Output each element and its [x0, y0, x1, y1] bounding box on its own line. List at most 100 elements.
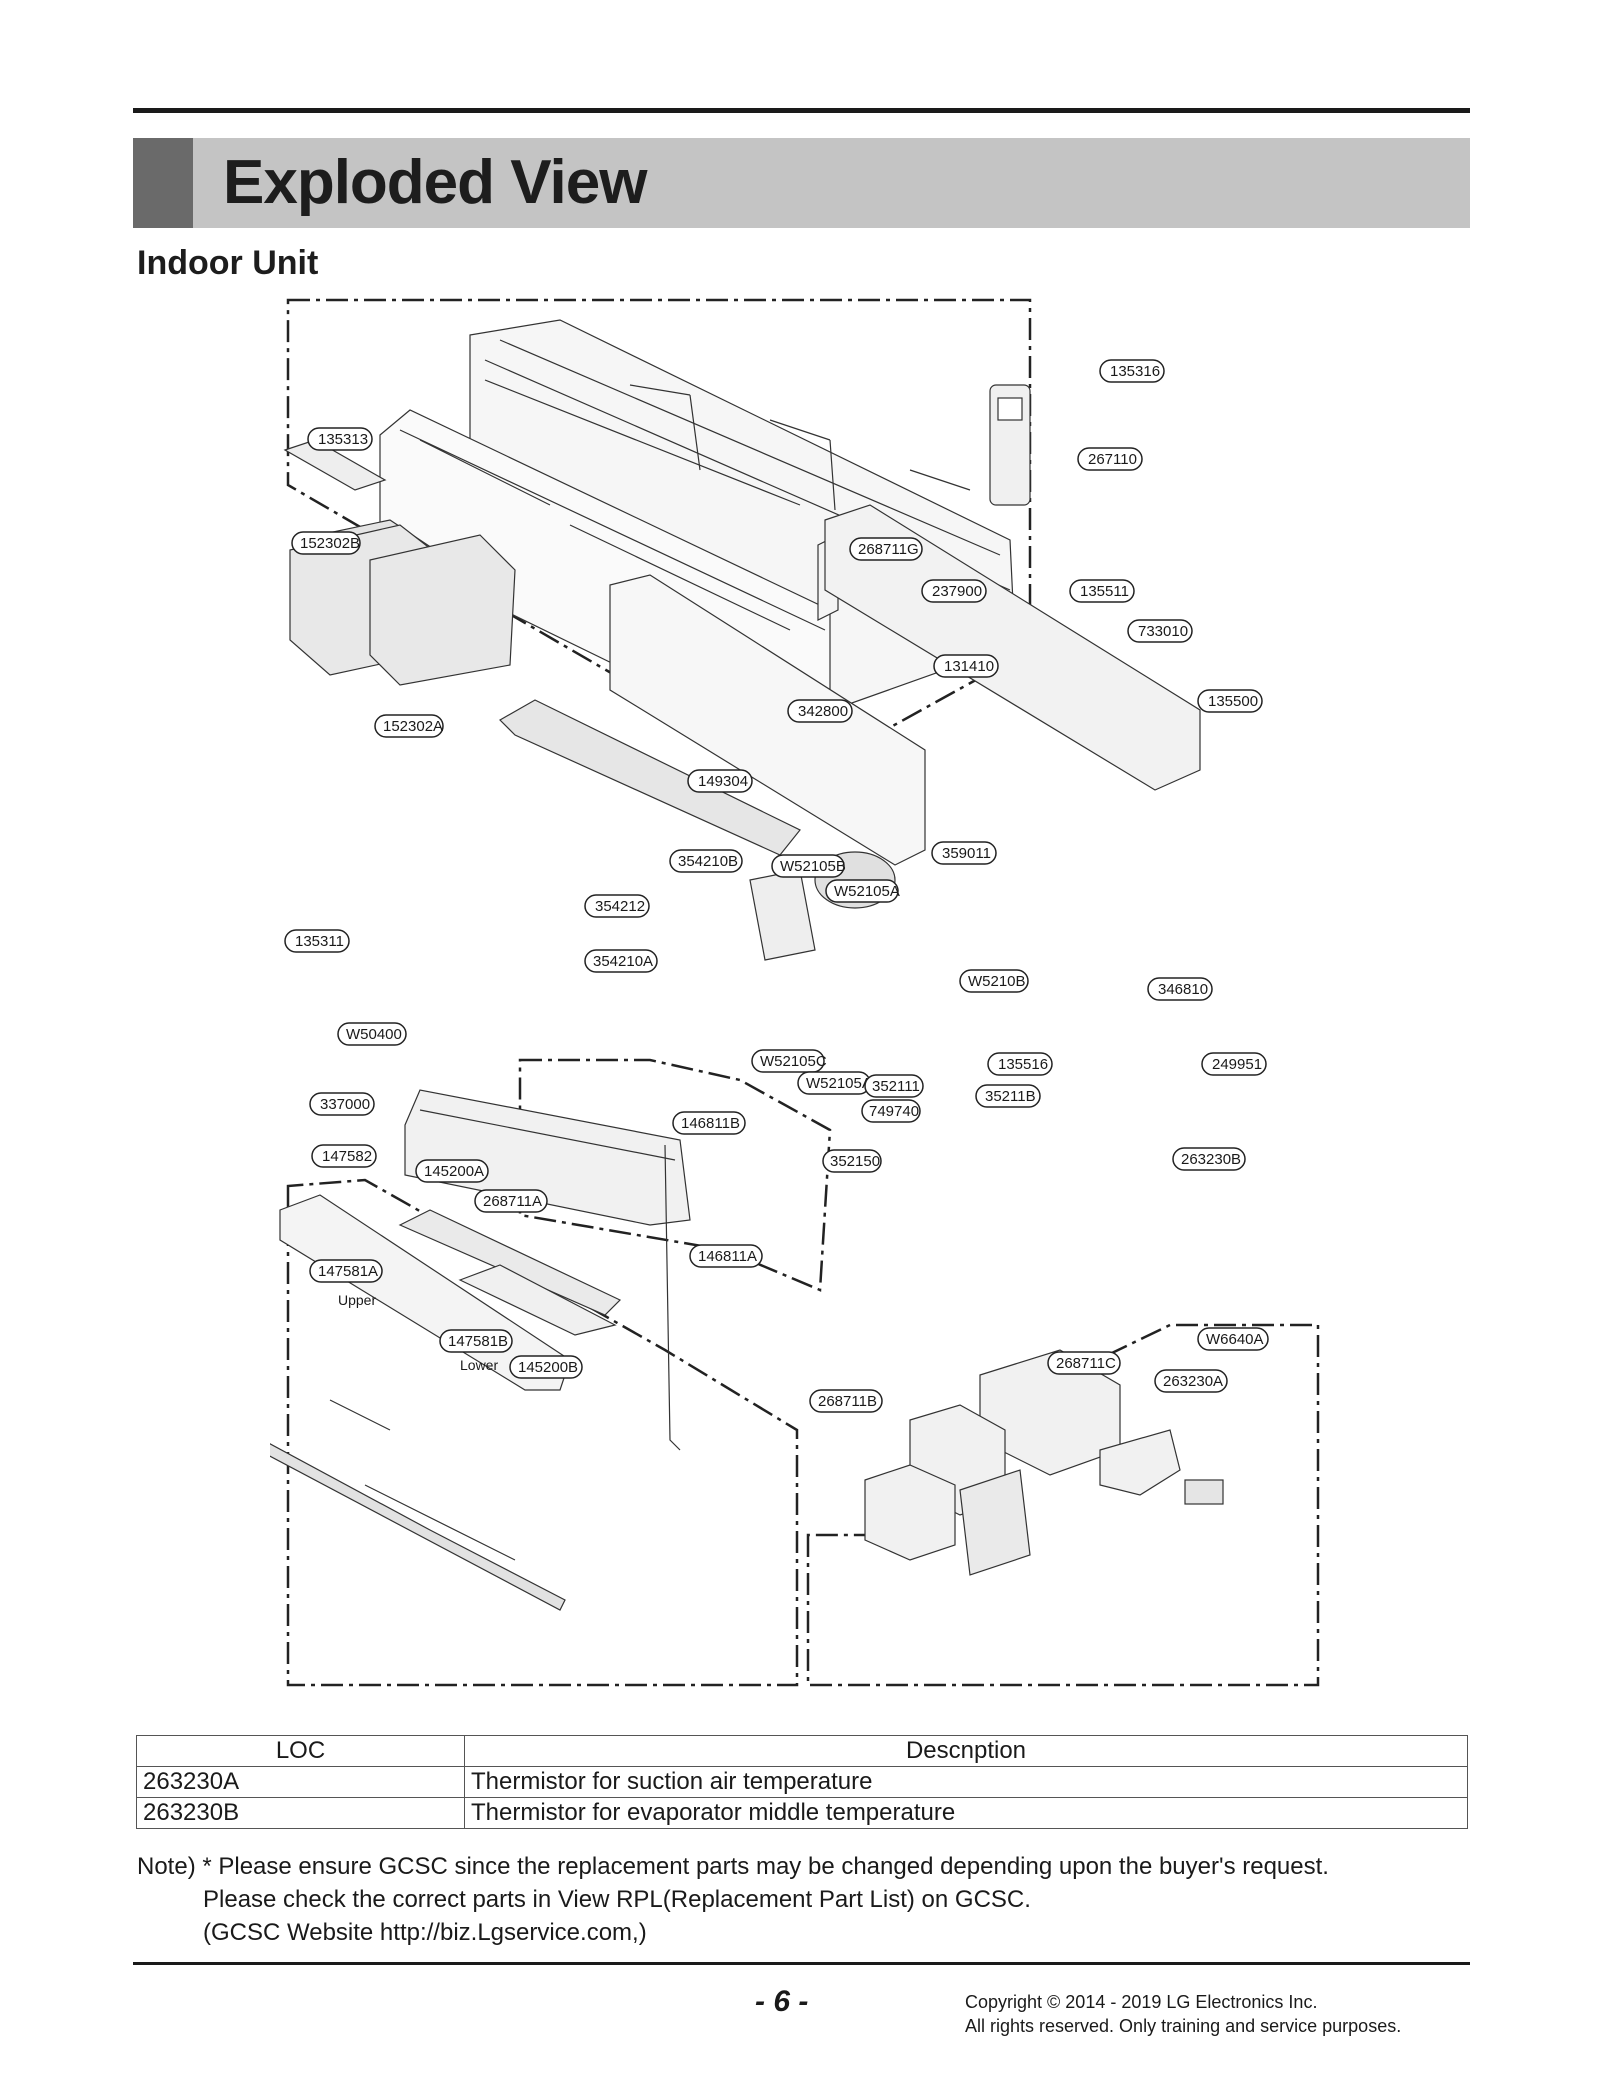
callout-263230B: 263230B: [1172, 1147, 1246, 1171]
section-subtitle: Indoor Unit: [137, 244, 319, 282]
callout-135313: 135313: [307, 427, 373, 451]
svg-text:W5210B: W5210B: [968, 973, 1026, 990]
svg-text:147582: 147582: [322, 1148, 372, 1165]
svg-text:W6640A: W6640A: [1206, 1331, 1264, 1348]
note-block: Note) * Please ensure GCSC since the rep…: [137, 1850, 1477, 1949]
callout-149304: 149304: [687, 769, 753, 793]
callout-268711G: 268711G: [849, 537, 923, 561]
callout-35211B: 35211B: [975, 1084, 1041, 1108]
callout-152302A: 152302A: [374, 714, 444, 738]
callout-354212: 354212: [584, 894, 650, 918]
svg-text:152302A: 152302A: [383, 718, 443, 735]
table-row: 263230B Thermistor for evaporator middle…: [136, 1797, 1468, 1829]
svg-text:354210B: 354210B: [678, 853, 738, 870]
callout-147581B: 147581B: [439, 1329, 513, 1353]
table-header-loc: LOC: [136, 1735, 465, 1767]
table-row: 263230A Thermistor for suction air tempe…: [136, 1766, 1468, 1798]
table-cell-loc: 263230B: [136, 1797, 465, 1829]
svg-text:131410: 131410: [944, 658, 994, 675]
callout-135511: 135511: [1069, 579, 1135, 603]
svg-text:268711A: 268711A: [483, 1193, 542, 1210]
svg-text:145200B: 145200B: [518, 1359, 578, 1376]
svg-text:135511: 135511: [1080, 583, 1129, 600]
svg-text:337000: 337000: [320, 1096, 370, 1113]
callout-352111: 352111: [864, 1074, 924, 1098]
svg-text:W50400: W50400: [346, 1026, 402, 1043]
callout-135316: 135316: [1099, 359, 1165, 383]
loc-table: LOC Descnption 263230A Thermistor for su…: [136, 1735, 1468, 1829]
callout-W50400: W50400: [337, 1022, 407, 1046]
callout-268711A: 268711A: [474, 1189, 548, 1213]
svg-text:149304: 149304: [698, 773, 748, 790]
callout-W52105B: W52105B: [771, 854, 846, 878]
svg-text:146811B: 146811B: [681, 1115, 740, 1132]
svg-text:733010: 733010: [1138, 623, 1188, 640]
callout-354210A: 354210A: [584, 949, 658, 973]
callout-354210B: 354210B: [669, 849, 743, 873]
callout-131410: 131410: [933, 654, 999, 678]
svg-text:267110: 267110: [1088, 451, 1137, 468]
callout-268711C: 268711C: [1047, 1351, 1121, 1375]
svg-text:263230A: 263230A: [1163, 1373, 1223, 1390]
table-header-description: Descnption: [464, 1735, 1468, 1767]
callout-359011: 359011: [931, 841, 997, 865]
callout-labels: 135316 135313 267110 152302B 268711G 237…: [284, 359, 1269, 1413]
svg-text:152302B: 152302B: [300, 535, 360, 552]
callout-337000: 337000: [309, 1092, 375, 1116]
callout-749740: 749740: [861, 1099, 921, 1123]
callout-237900: 237900: [921, 579, 987, 603]
callout-W52105A-mid: W52105A: [797, 1071, 872, 1095]
callout-263230A: 263230A: [1154, 1369, 1228, 1393]
svg-text:354210A: 354210A: [593, 953, 653, 970]
svg-text:W52105B: W52105B: [780, 858, 846, 875]
svg-text:W52105A: W52105A: [834, 883, 900, 900]
callout-W6640A: W6640A: [1197, 1327, 1269, 1351]
table-header-row: LOC Descnption: [136, 1735, 1468, 1767]
callout-352150: 352150: [822, 1149, 882, 1173]
callout-342800: 342800: [787, 699, 853, 723]
svg-text:135500: 135500: [1208, 693, 1258, 710]
callout-346810: 346810: [1147, 977, 1213, 1001]
svg-text:354212: 354212: [595, 898, 645, 915]
annotation-lower: Lower: [460, 1357, 498, 1373]
svg-text:346810: 346810: [1158, 981, 1208, 998]
callout-146811B: 146811B: [672, 1111, 746, 1135]
title-bar: Exploded View: [133, 138, 1470, 228]
callout-135516: 135516: [987, 1052, 1053, 1076]
callout-W52105C: W52105C: [751, 1049, 827, 1073]
svg-text:W52105C: W52105C: [760, 1053, 827, 1070]
svg-text:249951: 249951: [1212, 1056, 1262, 1073]
page-title: Exploded View: [223, 148, 647, 217]
table-cell-loc: 263230A: [136, 1766, 465, 1798]
title-accent-block: [133, 138, 193, 228]
annotation-upper: Upper: [338, 1292, 376, 1308]
svg-text:268711G: 268711G: [858, 541, 919, 558]
svg-text:35211B: 35211B: [985, 1088, 1036, 1105]
copyright-line-2: All rights reserved. Only training and s…: [965, 2016, 1402, 2036]
callout-733010: 733010: [1127, 619, 1193, 643]
copyright-line-1: Copyright © 2014 - 2019 LG Electronics I…: [965, 1992, 1318, 2012]
top-rule: [133, 108, 1470, 113]
svg-text:147581B: 147581B: [448, 1333, 508, 1350]
callout-152302B: 152302B: [291, 531, 361, 555]
table-cell-description: Thermistor for suction air temperature: [464, 1766, 1468, 1798]
table-cell-description: Thermistor for evaporator middle tempera…: [464, 1797, 1468, 1829]
callout-146811A: 146811A: [689, 1244, 763, 1268]
callout-135500: 135500: [1197, 689, 1263, 713]
svg-text:342800: 342800: [798, 703, 848, 720]
svg-text:352111: 352111: [872, 1078, 920, 1095]
page-number: - 6 -: [755, 1985, 809, 2018]
svg-text:237900: 237900: [932, 583, 982, 600]
note-line: (GCSC Website http://biz.Lgservice.com,): [203, 1919, 647, 1946]
exploded-view-diagram: 135316 135313 267110 152302B 268711G 237…: [270, 290, 1330, 1730]
callout-W5210B: W5210B: [959, 969, 1029, 993]
svg-text:359011: 359011: [942, 845, 991, 862]
exploded-view-svg: 135316 135313 267110 152302B 268711G 237…: [270, 298, 1320, 1687]
callout-145200B: 145200B: [509, 1355, 583, 1379]
svg-text:146811A: 146811A: [698, 1248, 757, 1265]
svg-text:352150: 352150: [830, 1153, 880, 1170]
callout-147582: 147582: [311, 1144, 377, 1168]
svg-text:135316: 135316: [1110, 363, 1160, 380]
svg-text:W52105A: W52105A: [806, 1075, 872, 1092]
svg-text:147581A: 147581A: [318, 1263, 378, 1280]
